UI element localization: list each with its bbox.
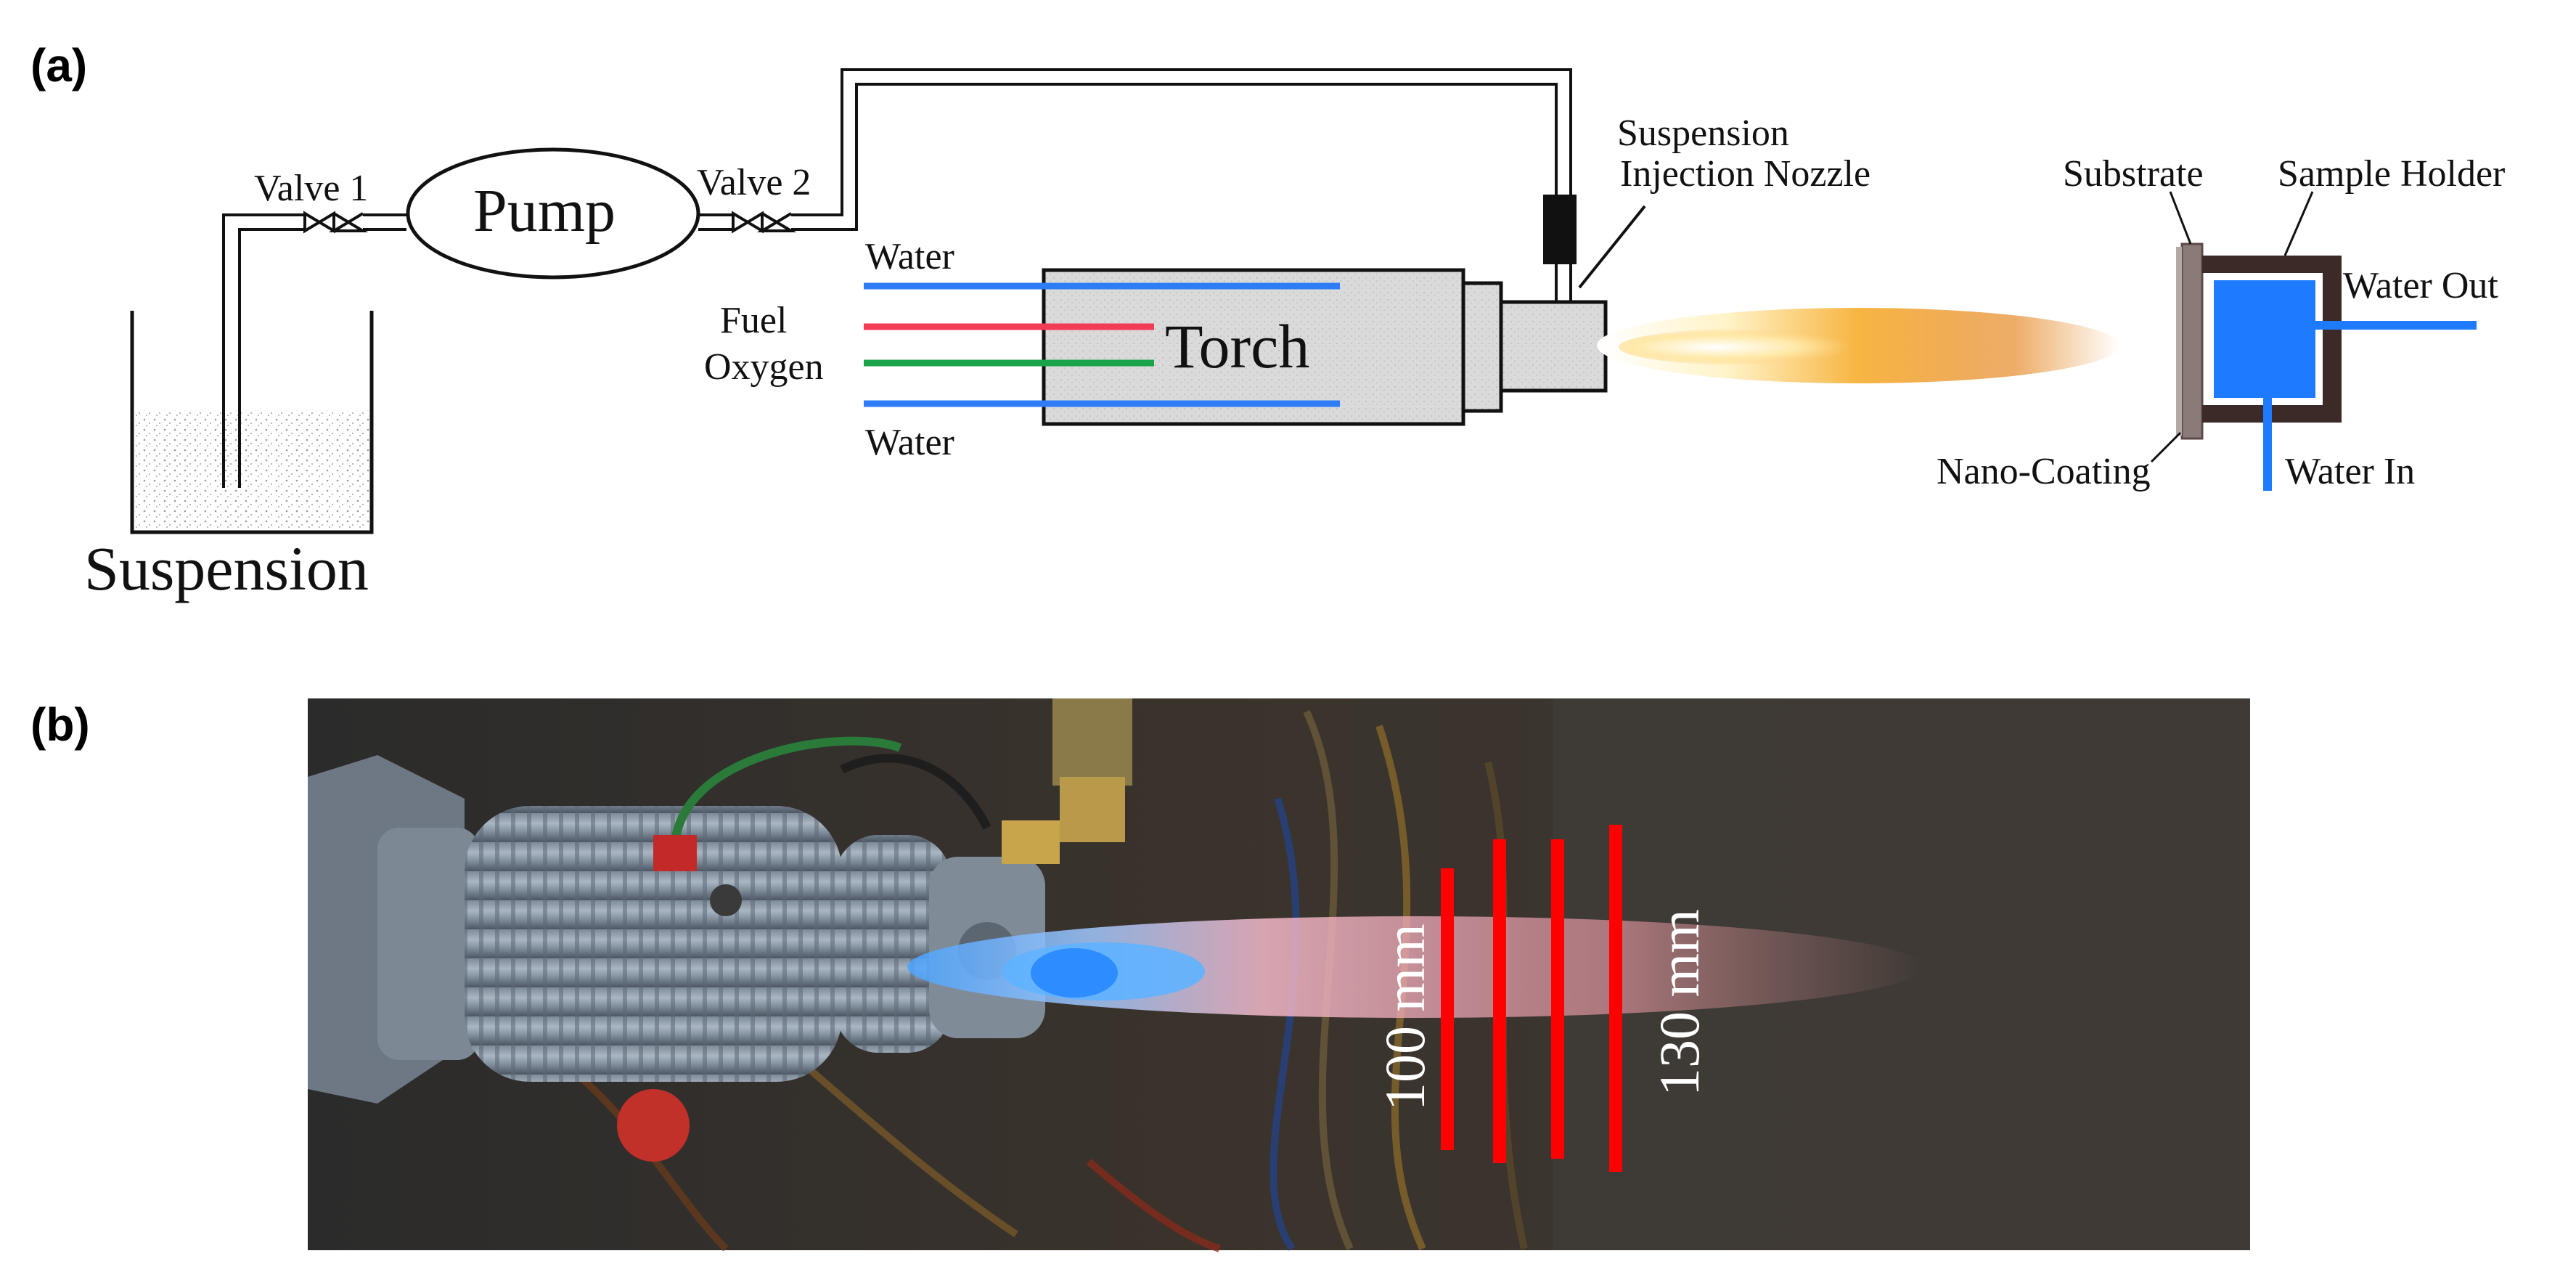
valve-2-label: Valve 2 xyxy=(697,162,811,203)
valve-1-label: Valve 1 xyxy=(254,168,368,209)
injection-nozzle xyxy=(1543,195,1577,264)
substrate-label: Substrate xyxy=(2063,153,2204,195)
valve-2-icon xyxy=(698,68,1572,234)
coolant-chamber xyxy=(2214,280,2315,398)
nano-coating-layer xyxy=(2176,247,2182,436)
water-out-label: Water Out xyxy=(2343,265,2498,306)
fuel-label: Fuel xyxy=(720,300,787,341)
water-top-label: Water xyxy=(865,236,954,277)
torch-photo xyxy=(308,698,2250,1252)
suspension-label: Suspension xyxy=(84,534,369,603)
water-in-label: Water In xyxy=(2285,451,2415,492)
flame-jet xyxy=(1597,308,2119,383)
panel-a-label: (a) xyxy=(30,39,87,91)
distance-label-130mm: 130 mm xyxy=(1648,909,1711,1096)
sample-holder xyxy=(2202,256,2342,423)
nano-coating-label: Nano-Coating xyxy=(1937,451,2151,492)
torch-label: Torch xyxy=(1165,311,1309,381)
oxygen-label: Oxygen xyxy=(704,346,824,388)
valve-1-icon xyxy=(303,211,406,234)
sample-holder-label: Sample Holder xyxy=(2278,153,2505,195)
substrate xyxy=(2180,242,2204,440)
nozzle-label-line2: Injection Nozzle xyxy=(1620,153,1870,195)
torch-schematic xyxy=(1042,268,1608,426)
nozzle-label-line1: Suspension xyxy=(1617,113,1789,154)
water-bottom-label: Water xyxy=(865,422,954,463)
feed-pipe xyxy=(222,213,305,488)
panel-b-label: (b) xyxy=(30,698,90,751)
pump-label: Pump xyxy=(473,177,616,245)
suspension-beaker xyxy=(130,311,374,534)
distance-markers xyxy=(1441,825,1622,1172)
distance-label-100mm: 100 mm xyxy=(1373,924,1436,1111)
